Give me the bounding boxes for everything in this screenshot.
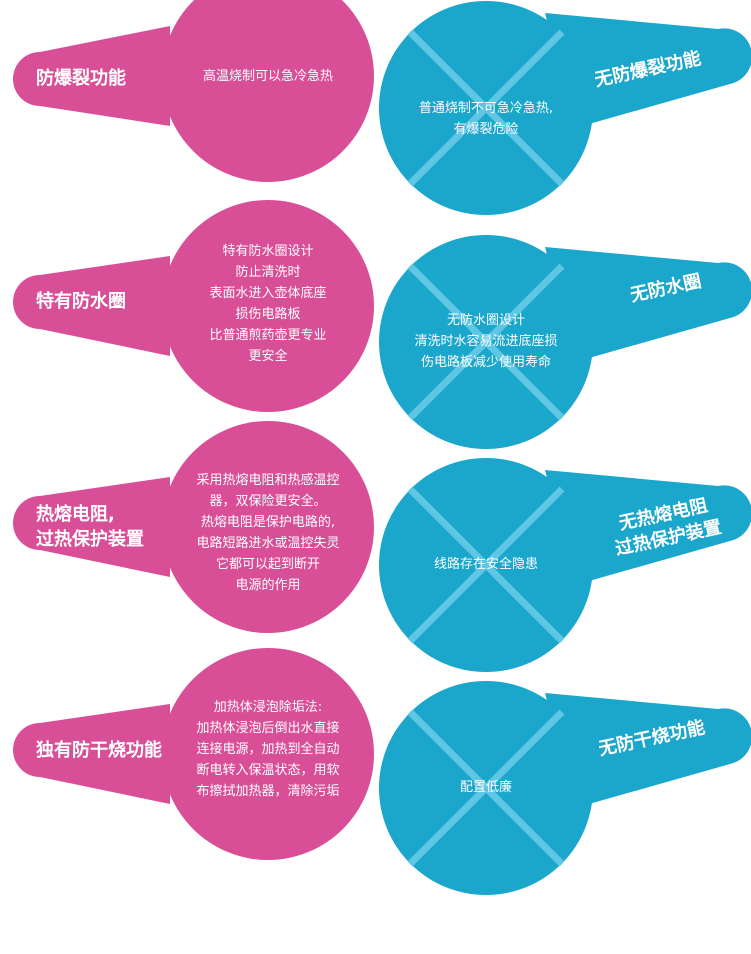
pink-shape-2 [13, 200, 374, 412]
left-desc-2-line: 防止清洗时 [235, 265, 301, 280]
left-desc-2-line: 更安全 [248, 349, 288, 364]
left-title-3-line: 热熔电阻, [36, 504, 115, 525]
left-desc-2-line: 比普通煎药壶更专业 [209, 328, 327, 343]
left-desc-4: 加热体浸泡除垢法: 加热体浸泡后倒出水直接连接电源，加热到全自动断电转入保温状态，… [184, 697, 352, 802]
left-desc-3-line: 采用热熔电阻和热感温控 [196, 473, 340, 488]
right-desc-4: 配置低廉 [396, 777, 576, 798]
right-desc-2-line: 无防水圈设计 [446, 313, 525, 328]
blue-shape-4 [379, 681, 751, 895]
blue-paddle [545, 13, 751, 128]
left-desc-1-line: 高温烧制可以急冷急热 [202, 69, 333, 84]
pink-circle [162, 200, 374, 412]
left-desc-4-line: 连接电源，加热到全自动 [196, 742, 340, 757]
left-title-2: 特有防水圈 [36, 289, 126, 314]
pink-shape-1 [13, 0, 374, 182]
pink-circle [162, 648, 374, 860]
left-desc-1: 高温烧制可以急冷急热 [184, 66, 352, 87]
right-desc-3-line: 线路存在安全隐患 [433, 557, 538, 572]
left-desc-4-line: 断电转入保温状态，用软 [196, 763, 340, 778]
left-title-4-line: 独有防干烧功能 [36, 740, 162, 761]
left-desc-3-line: 电路短路进水或温控失灵 [196, 536, 340, 551]
pink-shape-3 [13, 421, 374, 633]
blue-paddle [545, 693, 751, 808]
left-desc-3: 采用热熔电阻和热感温控器，双保险更安全。热熔电阻是保护电路的, 电路短路进水或温控… [184, 470, 352, 596]
left-title-1-line: 防爆裂功能 [36, 68, 126, 89]
pink-shape-4 [13, 648, 374, 860]
left-desc-2-line: 表面水进入壶体底座 [209, 286, 327, 301]
right-desc-1-line: 有爆裂危险 [453, 122, 519, 137]
left-title-1: 防爆裂功能 [36, 66, 126, 91]
right-desc-3: 线路存在安全隐患 [396, 554, 576, 575]
pink-paddle [13, 477, 170, 577]
blue-shape-3 [379, 458, 751, 672]
right-desc-2-line: 伤电路板减少使用寿命 [420, 355, 551, 370]
pink-paddle [13, 256, 170, 356]
right-desc-2-line: 清洗时水容易流进底座损 [414, 334, 558, 349]
left-desc-4-line: 加热体浸泡后倒出水直接 [196, 721, 340, 736]
left-desc-4-line: 布擦拭加热器，清除污垢 [196, 784, 340, 799]
pink-circle [162, 421, 374, 633]
left-title-4: 独有防干烧功能 [36, 738, 162, 763]
pink-circle [162, 0, 374, 182]
left-desc-2: 特有防水圈设计防止清洗时表面水进入壶体底座损伤电路板比普通煎药壶更专业更安全 [184, 241, 352, 367]
left-desc-3-line: 电源的作用 [235, 578, 301, 593]
right-desc-4-line: 配置低廉 [459, 780, 512, 795]
left-title-3-line: 过热保护装置 [36, 529, 144, 550]
right-desc-2: 无防水圈设计清洗时水容易流进底座损伤电路板减少使用寿命 [396, 310, 576, 373]
pink-paddle [13, 26, 170, 126]
left-desc-3-line: 器，双保险更安全。 [209, 494, 327, 509]
blue-shape-2 [379, 235, 751, 449]
left-desc-2-line: 损伤电路板 [235, 307, 301, 322]
left-desc-2-line: 特有防水圈设计 [222, 244, 314, 259]
cross-mark-line [407, 709, 565, 867]
left-desc-3-line: 它都可以起到断开 [215, 557, 320, 572]
right-desc-1: 普通烧制不可急冷急热, 有爆裂危险 [396, 98, 576, 140]
blue-paddle [545, 247, 751, 362]
left-title-2-line: 特有防水圈 [36, 291, 126, 312]
right-desc-1-line: 普通烧制不可急冷急热, [418, 101, 554, 116]
pink-paddle [13, 704, 170, 804]
left-title-3: 热熔电阻, 过热保护装置 [36, 502, 144, 552]
cross-mark-line [407, 29, 565, 187]
blue-shape-1 [379, 1, 751, 215]
blue-paddle [545, 470, 751, 585]
cross-mark-line [407, 263, 565, 421]
left-desc-4-line: 加热体浸泡除垢法: [213, 700, 323, 715]
cross-mark-line [407, 486, 565, 644]
left-desc-3-line: 热熔电阻是保护电路的, [200, 515, 336, 530]
